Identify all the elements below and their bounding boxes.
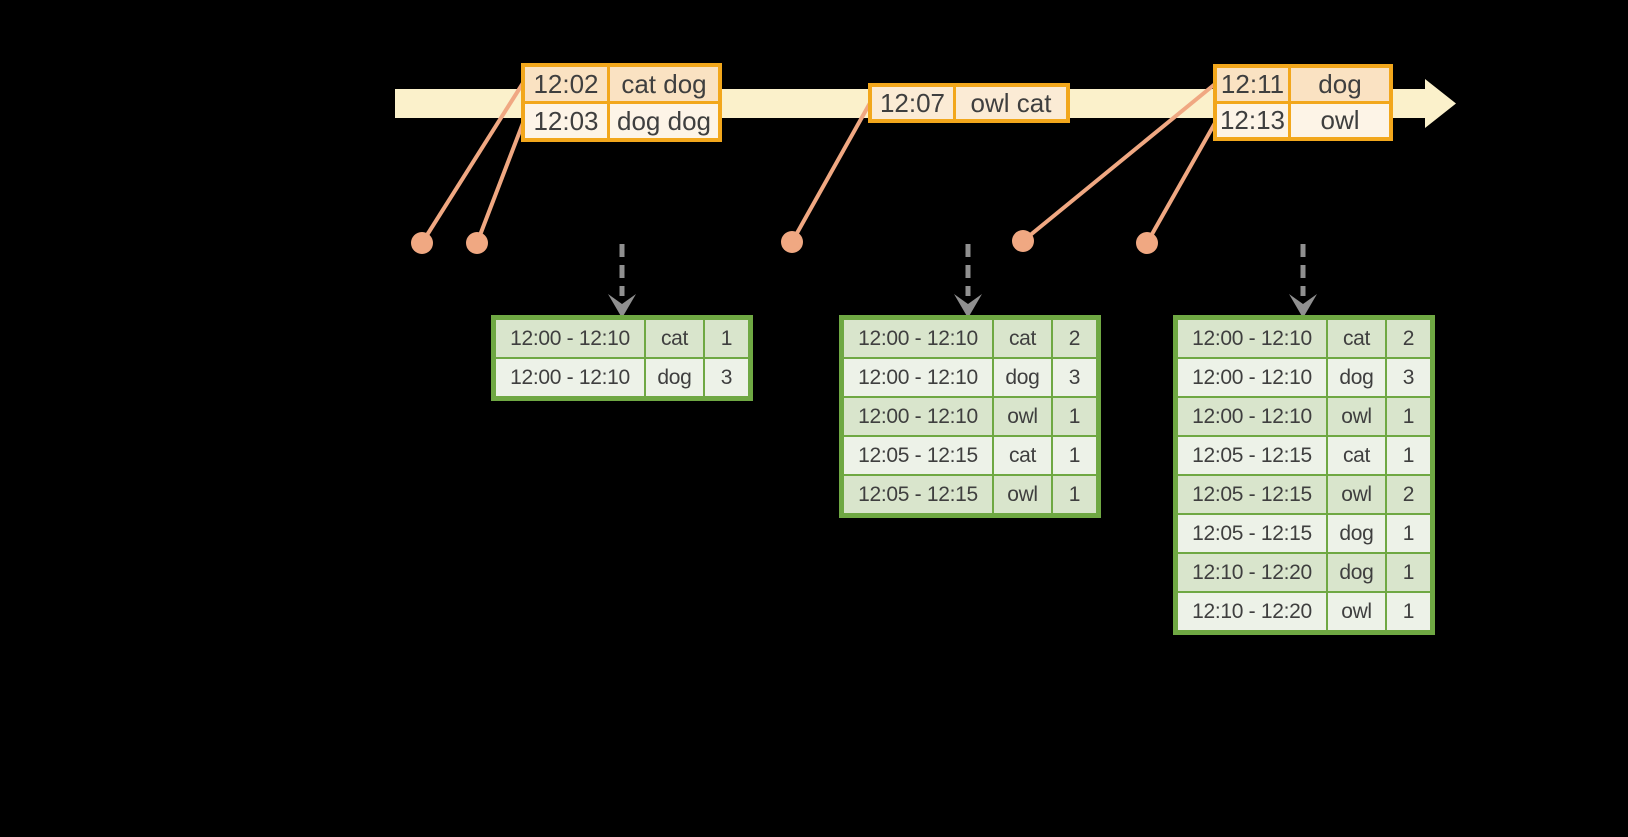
result2-r0-c0: 12:00 - 12:10 (844, 320, 992, 357)
event-dot (1136, 232, 1158, 254)
result3-r2-c2: 1 (1387, 398, 1430, 435)
event-connector-line (475, 122, 525, 244)
result2-r2-c1: owl (994, 398, 1051, 435)
result2-r3-c1: cat (994, 437, 1051, 474)
result2-r1-c1: dog (994, 359, 1051, 396)
event1-r0-c1: cat dog (610, 67, 718, 101)
event1-r1-c0: 12:03 (525, 104, 607, 138)
trigger-arrow (954, 244, 982, 318)
result3-r4-c0: 12:05 - 12:15 (1178, 476, 1326, 513)
result3-r3-c0: 12:05 - 12:15 (1178, 437, 1326, 474)
result3-r0-c0: 12:00 - 12:10 (1178, 320, 1326, 357)
result3-r7-c1: owl (1328, 593, 1385, 630)
result3-r0-c2: 2 (1387, 320, 1430, 357)
result1-r1-c2: 3 (705, 359, 748, 396)
event-dot (411, 232, 433, 254)
result3-r7-c2: 1 (1387, 593, 1430, 630)
result3-r6-c1: dog (1328, 554, 1385, 591)
result1-r1-c0: 12:00 - 12:10 (496, 359, 644, 396)
event3-r1-c1: owl (1291, 104, 1389, 137)
result1-r0-c1: cat (646, 320, 703, 357)
result2-r3-c2: 1 (1053, 437, 1096, 474)
event3-r0-c0: 12:11 (1217, 68, 1288, 101)
result1-r0-c0: 12:00 - 12:10 (496, 320, 644, 357)
result3-r2-c0: 12:00 - 12:10 (1178, 398, 1326, 435)
event3-r1-c0: 12:13 (1217, 104, 1288, 137)
result2-r2-c0: 12:00 - 12:10 (844, 398, 992, 435)
event-dot (1012, 230, 1034, 252)
event1-r1-c1: dog dog (610, 104, 718, 138)
result3-r0-c1: cat (1328, 320, 1385, 357)
result2-r2-c2: 1 (1053, 398, 1096, 435)
trigger-arrow (1289, 244, 1317, 318)
result2-r0-c1: cat (994, 320, 1051, 357)
event3-r0-c1: dog (1291, 68, 1389, 101)
result2-r0-c2: 2 (1053, 320, 1096, 357)
event1-r0-c0: 12:02 (525, 67, 607, 101)
result1-r0-c2: 1 (705, 320, 748, 357)
result3-r4-c1: owl (1328, 476, 1385, 513)
event-dot (781, 231, 803, 253)
result3-r1-c2: 3 (1387, 359, 1430, 396)
result3-r2-c1: owl (1328, 398, 1385, 435)
result1-r1-c1: dog (646, 359, 703, 396)
result3-r1-c1: dog (1328, 359, 1385, 396)
event2-r0-c0: 12:07 (872, 87, 953, 119)
result3-r5-c1: dog (1328, 515, 1385, 552)
event-connector-line (790, 102, 872, 243)
result3-r5-c2: 1 (1387, 515, 1430, 552)
result3-r6-c0: 12:10 - 12:20 (1178, 554, 1326, 591)
result2-r4-c1: owl (994, 476, 1051, 513)
event-connector-line (420, 81, 525, 245)
result2-r3-c0: 12:05 - 12:15 (844, 437, 992, 474)
result3-r6-c2: 1 (1387, 554, 1430, 591)
result3-r7-c0: 12:10 - 12:20 (1178, 593, 1326, 630)
result2-r1-c2: 3 (1053, 359, 1096, 396)
result3-r5-c0: 12:05 - 12:15 (1178, 515, 1326, 552)
event-dot (466, 232, 488, 254)
event-connector-line (1145, 122, 1217, 244)
result2-r4-c2: 1 (1053, 476, 1096, 513)
result3-r3-c2: 1 (1387, 437, 1430, 474)
event2-r0-c1: owl cat (956, 87, 1066, 119)
trigger-arrow (608, 244, 636, 318)
result2-r1-c0: 12:00 - 12:10 (844, 359, 992, 396)
result3-r1-c0: 12:00 - 12:10 (1178, 359, 1326, 396)
result3-r3-c1: cat (1328, 437, 1385, 474)
result3-r4-c2: 2 (1387, 476, 1430, 513)
result2-r4-c0: 12:05 - 12:15 (844, 476, 992, 513)
event-connector-line (1021, 82, 1217, 243)
